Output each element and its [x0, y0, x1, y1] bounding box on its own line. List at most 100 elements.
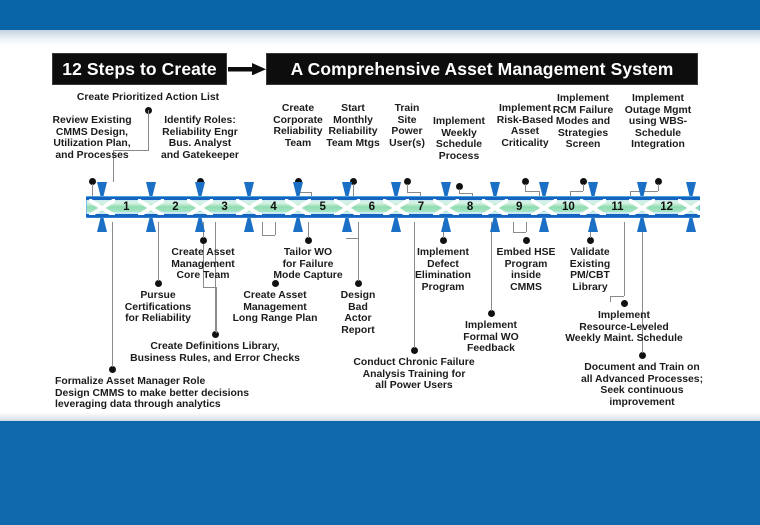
connector-weekly-schedule	[459, 193, 472, 194]
timeline-marker	[489, 212, 500, 232]
timeline-marker	[440, 212, 451, 232]
callout-dot	[579, 177, 587, 185]
arrow-right-icon	[228, 63, 266, 75]
callout-dot	[521, 177, 529, 185]
connector-create-prioritized	[113, 150, 149, 151]
callout-label: Create Definitions Library, Business Rul…	[130, 341, 300, 364]
bottom-gradient-fade	[0, 412, 760, 421]
timeline-marker	[440, 182, 451, 202]
callout-dot	[199, 236, 207, 244]
connector-create-prioritized	[148, 110, 149, 150]
connector-rcm-failure	[570, 191, 583, 192]
callout-dot	[108, 365, 116, 373]
connector-chronic-failure	[414, 222, 415, 348]
connector-embed-hse	[513, 232, 526, 233]
callout-label: Implement Defect Elimination Program	[415, 247, 471, 293]
callout-dot	[403, 177, 411, 185]
connector-train-site	[407, 192, 420, 193]
timeline-line-bottom	[86, 214, 700, 217]
step-number-7: 7	[417, 201, 425, 213]
connector-core-team	[216, 287, 217, 333]
callout-label: Implement Weekly Schedule Process	[433, 116, 485, 162]
timeline-marker	[538, 212, 549, 232]
connector-risk-based	[525, 191, 539, 192]
callout-dot	[88, 177, 96, 185]
step-number-5: 5	[319, 201, 326, 213]
callout-label: Identify Roles: Reliability Engr Bus. An…	[161, 115, 239, 161]
callout-label: Create Prioritized Action List	[76, 92, 220, 103]
step-number-9: 9	[516, 201, 523, 213]
timeline-marker	[194, 182, 205, 202]
connector-create-prioritized	[113, 150, 114, 182]
callout-dot	[439, 236, 447, 244]
callout-dot	[654, 177, 662, 185]
callout-label: Embed HSE Program inside CMMS	[496, 247, 556, 293]
timeline-marker	[342, 212, 353, 232]
timeline-marker	[244, 212, 255, 232]
callout-dot	[304, 236, 312, 244]
timeline-marker	[489, 182, 500, 202]
connector-rcm-failure	[583, 184, 584, 191]
connector-core-team	[203, 287, 216, 288]
connector-embed-hse	[526, 222, 527, 232]
callout-label: Conduct Chronic Failure Analysis Trainin…	[353, 357, 475, 392]
timeline-marker	[244, 182, 255, 202]
callout-dot	[196, 177, 204, 185]
timeline-line-top	[86, 197, 700, 200]
timeline-marker	[145, 212, 156, 232]
callout-label: Implement Outage Mgmt using WBS- Schedul…	[624, 93, 692, 151]
timeline-marker	[96, 212, 107, 232]
callout-label: Train Site Power User(s)	[389, 103, 425, 149]
connector-rcm-failure	[570, 191, 571, 196]
callout-dot	[349, 177, 357, 185]
callout-label: Tailor WO for Failure Mode Capture	[273, 247, 343, 282]
connector-formalize-role	[112, 222, 113, 367]
callout-dot	[638, 351, 646, 359]
step-number-12: 12	[660, 201, 673, 213]
connector-review-existing	[92, 184, 93, 196]
timeline-marker	[686, 182, 697, 202]
connector-core-team	[203, 244, 204, 287]
callout-dot	[410, 346, 418, 354]
header-right-title: A Comprehensive Asset Management System	[266, 53, 698, 85]
connector-definitions-library	[215, 222, 216, 332]
timeline-marker	[293, 212, 304, 232]
timeline-marker	[538, 182, 549, 202]
connector-weekly-schedule	[472, 193, 473, 196]
callout-label: Implement Formal WO Feedback	[463, 320, 519, 355]
callout-label: Validate Existing PM/CBT Library	[569, 247, 611, 293]
timeline-marker	[637, 182, 648, 202]
connector-outage-mgmt	[658, 184, 659, 191]
step-number-2: 2	[172, 201, 179, 213]
timeline-marker	[587, 212, 598, 232]
connector-pursue-cert	[158, 222, 159, 281]
step-number-6: 6	[368, 201, 376, 213]
connector-bad-actor	[346, 238, 358, 239]
step-number-4: 4	[270, 201, 277, 213]
callout-label: Formalize Asset Manager Role Design CMMS…	[55, 376, 250, 411]
callout-dot	[154, 279, 162, 287]
timeline-bar	[86, 196, 700, 218]
step-number-11: 11	[611, 201, 624, 213]
connector-risk-based	[525, 184, 526, 191]
timeline-marker	[293, 182, 304, 202]
timeline-marker	[391, 182, 402, 202]
connector-embed-hse	[513, 222, 514, 232]
step-number-10: 10	[561, 201, 575, 213]
timeline-marker	[342, 182, 353, 202]
step-number-1: 1	[123, 201, 130, 213]
callout-label: Create Asset Management Core Team	[171, 247, 235, 282]
callout-label: Document and Train on all Advanced Proce…	[580, 362, 704, 408]
timeline-marker	[587, 182, 598, 202]
callout-dot	[620, 299, 628, 307]
callout-label: Create Corporate Reliability Team	[273, 103, 323, 149]
timeline-marker	[96, 182, 107, 202]
connector-create-corporate	[298, 192, 311, 193]
connector-document-train	[642, 222, 643, 353]
callout-label: Implement Risk-Based Asset Criticality	[496, 103, 554, 149]
connector-create-corporate	[311, 192, 312, 196]
timeline-band	[86, 196, 700, 218]
callout-dot	[354, 279, 362, 287]
callout-label: Implement RCM Failure Modes and Strategi…	[552, 93, 614, 151]
